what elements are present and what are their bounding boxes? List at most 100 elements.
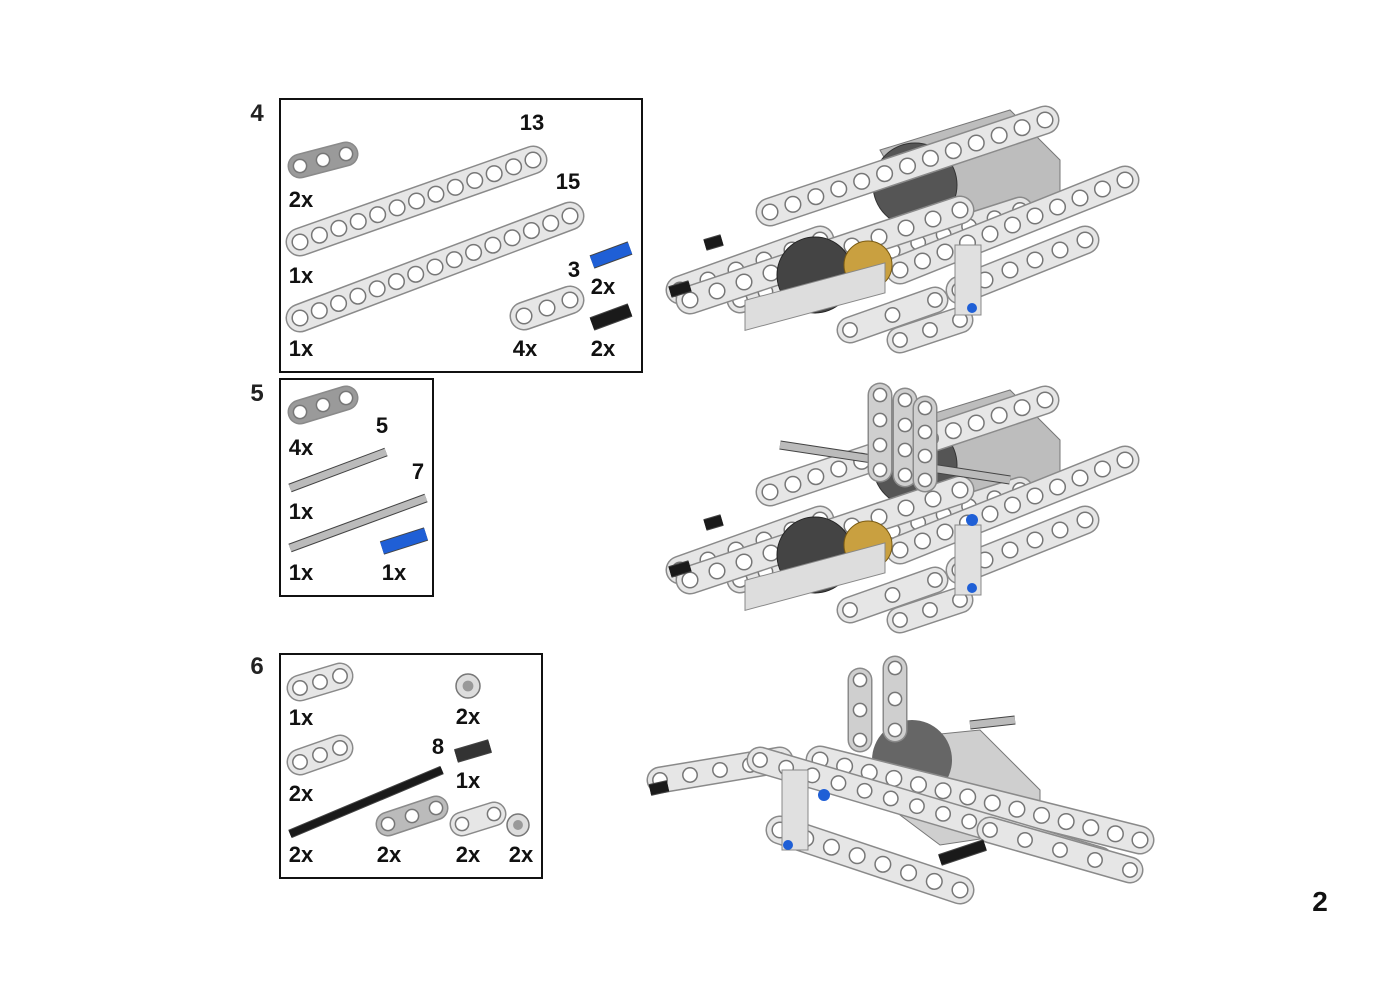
beam-hole bbox=[310, 302, 328, 320]
beam-hole bbox=[887, 660, 903, 676]
beam-hole bbox=[892, 332, 908, 348]
beam-hole bbox=[944, 422, 962, 440]
beam-hole bbox=[1087, 852, 1103, 868]
beam-hole bbox=[1048, 478, 1067, 496]
beam-hole bbox=[959, 788, 977, 806]
page-number: 2 bbox=[1312, 886, 1328, 917]
beam-hole bbox=[936, 523, 954, 541]
beam-hole bbox=[505, 158, 523, 176]
beam-hole bbox=[1026, 487, 1044, 505]
blue-pin bbox=[967, 583, 977, 593]
beam-hole bbox=[934, 782, 952, 800]
beam-hole bbox=[380, 816, 396, 832]
beam-hole bbox=[917, 424, 933, 440]
beam-hole bbox=[897, 467, 913, 483]
rod-body bbox=[380, 528, 428, 554]
parts-box-step-5 bbox=[279, 378, 434, 597]
beam-hole bbox=[876, 165, 894, 183]
black-pin bbox=[648, 780, 670, 796]
beam-hole bbox=[1013, 399, 1031, 417]
beam-hole bbox=[944, 142, 962, 160]
frame-beam bbox=[765, 815, 975, 905]
beam-hole bbox=[922, 322, 938, 338]
upright-beam bbox=[912, 395, 938, 493]
beam-hole bbox=[884, 587, 901, 603]
beam-hole bbox=[1036, 111, 1054, 129]
beam-hole bbox=[349, 212, 367, 231]
beam-hole bbox=[682, 767, 698, 783]
beam-hole bbox=[848, 847, 866, 865]
beam-hole bbox=[807, 188, 825, 206]
rod-body bbox=[589, 304, 633, 330]
beam-hole bbox=[1017, 832, 1033, 848]
beam-hole bbox=[1008, 800, 1026, 818]
beam-hole bbox=[961, 813, 978, 830]
beam-hole bbox=[1131, 831, 1149, 849]
beam-hole bbox=[1048, 198, 1067, 216]
beam-hole bbox=[917, 400, 933, 416]
bush-part bbox=[506, 813, 530, 837]
axle7-qty-label: 1x bbox=[288, 560, 314, 585]
axle-length-label: 8 bbox=[431, 734, 445, 759]
rod-body bbox=[938, 840, 987, 865]
bush-qty-label: 2x bbox=[455, 704, 481, 729]
connector-qty-label: 2x bbox=[376, 842, 402, 867]
beam-hole bbox=[465, 243, 483, 261]
beam-hole bbox=[967, 414, 985, 432]
rod-body bbox=[703, 515, 724, 530]
beam-hole bbox=[892, 612, 908, 628]
beam-hole bbox=[503, 229, 521, 247]
beam15-qty-label: 1x bbox=[288, 336, 314, 361]
axle-qty-label: 2x bbox=[288, 842, 314, 867]
beam-hole bbox=[913, 252, 932, 270]
beam-hole bbox=[330, 294, 348, 312]
beam-hole bbox=[1032, 806, 1051, 824]
black-pin-part bbox=[589, 303, 633, 331]
beam-hole bbox=[852, 702, 868, 718]
beam-hole bbox=[990, 406, 1008, 424]
beam-hole bbox=[485, 165, 503, 183]
black-pin bbox=[703, 234, 724, 251]
beam-hole bbox=[291, 233, 309, 251]
blue-pin-qty-label: 2x bbox=[590, 274, 616, 299]
connector-part bbox=[287, 385, 359, 425]
beam-qty-label: 1x bbox=[288, 705, 314, 730]
beam-hole bbox=[981, 225, 999, 243]
blue-pin bbox=[966, 514, 978, 526]
beam-hole bbox=[332, 668, 348, 684]
rod-body bbox=[288, 766, 444, 838]
beam-hole bbox=[874, 855, 892, 873]
pin-holder-part bbox=[449, 801, 507, 837]
beam-hole bbox=[1001, 261, 1019, 279]
beam-hole bbox=[1026, 207, 1044, 225]
beam-hole bbox=[292, 754, 308, 770]
beam-hole bbox=[897, 499, 915, 517]
beam15-length-label: 15 bbox=[555, 169, 581, 194]
beam-hole bbox=[924, 210, 942, 228]
beam-hole bbox=[882, 790, 899, 807]
beam-hole bbox=[872, 412, 888, 428]
beam-hole bbox=[291, 309, 309, 327]
beam-hole bbox=[784, 195, 802, 213]
axle-5-part bbox=[288, 447, 388, 493]
beam-hole bbox=[887, 691, 903, 707]
beam-hole bbox=[921, 149, 939, 167]
beam-hole bbox=[917, 472, 933, 488]
beam-hole bbox=[349, 287, 367, 305]
frame-beam bbox=[836, 566, 949, 624]
beam-hole bbox=[761, 483, 779, 501]
beam2-qty-label: 2x bbox=[288, 781, 314, 806]
black-axle bbox=[938, 839, 987, 866]
rod-body bbox=[969, 716, 1016, 729]
beam-hole bbox=[1093, 460, 1112, 478]
connector-qty-label: 4x bbox=[288, 435, 314, 460]
blue-pin bbox=[818, 789, 830, 801]
beam-hole bbox=[752, 752, 768, 768]
beam-hole bbox=[830, 775, 847, 792]
assembly-model-final bbox=[646, 655, 1155, 905]
beam-hole bbox=[1003, 496, 1022, 514]
beam-hole bbox=[368, 280, 386, 298]
beam-hole bbox=[830, 460, 848, 478]
vertical-beam bbox=[781, 769, 809, 851]
vertical-beam bbox=[954, 524, 982, 596]
